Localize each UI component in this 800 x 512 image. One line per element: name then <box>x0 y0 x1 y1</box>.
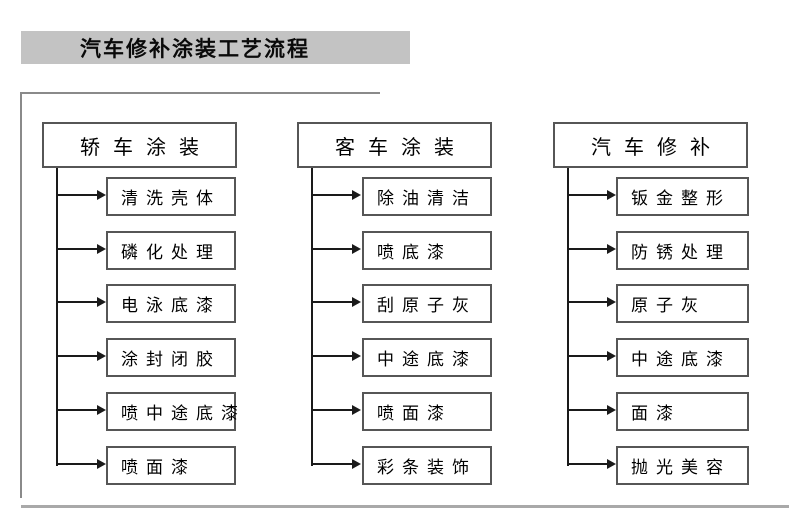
process-step-label: 电泳底漆 <box>121 296 221 316</box>
process-step-label: 清洗壳体 <box>121 189 221 209</box>
frame-left-line <box>20 92 22 498</box>
process-step-label: 防锈处理 <box>631 243 731 263</box>
title-banner: 汽车修补涂装工艺流程 <box>21 31 410 64</box>
connector-line <box>57 301 97 303</box>
process-step-box: 防锈处理 <box>616 231 749 270</box>
column-header-label: 轿车涂装 <box>80 134 212 159</box>
process-step-box: 涂封闭胶 <box>106 338 236 377</box>
process-step-box: 喷面漆 <box>362 392 492 431</box>
connector-line <box>312 355 352 357</box>
process-step-label: 中途底漆 <box>377 350 477 370</box>
process-step-box: 清洗壳体 <box>106 177 236 216</box>
process-step-label: 刮原子灰 <box>377 296 477 316</box>
column-header-label: 汽车修补 <box>591 134 723 159</box>
process-step-label: 原子灰 <box>631 296 706 316</box>
connector-line <box>568 301 607 303</box>
process-step-label: 除油清洁 <box>377 189 477 209</box>
process-step-label: 钣金整形 <box>631 189 731 209</box>
arrowhead-icon <box>607 244 616 254</box>
process-step-label: 喷面漆 <box>121 458 196 478</box>
process-step-box: 钣金整形 <box>616 177 749 216</box>
process-step-box: 电泳底漆 <box>106 284 236 323</box>
arrowhead-icon <box>97 244 106 254</box>
arrowhead-icon <box>97 297 106 307</box>
process-step-box: 原子灰 <box>616 284 749 323</box>
connector-line <box>568 248 607 250</box>
process-step-label: 喷面漆 <box>377 404 452 424</box>
frame-top-line <box>20 92 380 94</box>
process-step-label: 喷底漆 <box>377 243 452 263</box>
process-step-box: 磷化处理 <box>106 231 236 270</box>
process-step-label: 喷中途底漆 <box>121 404 246 424</box>
connector-trunk <box>311 168 313 466</box>
arrowhead-icon <box>97 459 106 469</box>
process-step-box: 彩条装饰 <box>362 446 492 485</box>
process-step-label: 中途底漆 <box>631 350 731 370</box>
arrowhead-icon <box>607 351 616 361</box>
arrowhead-icon <box>607 190 616 200</box>
connector-line <box>57 463 97 465</box>
connector-line <box>568 355 607 357</box>
arrowhead-icon <box>352 459 361 469</box>
arrowhead-icon <box>97 405 106 415</box>
process-step-label: 磷化处理 <box>121 243 221 263</box>
connector-line <box>57 409 97 411</box>
connector-line <box>312 248 352 250</box>
process-step-label: 面漆 <box>631 404 681 424</box>
process-step-box: 刮原子灰 <box>362 284 492 323</box>
connector-trunk <box>567 168 569 466</box>
column-header-bus-painting: 客车涂装 <box>297 122 492 168</box>
arrowhead-icon <box>352 297 361 307</box>
connector-line <box>568 409 607 411</box>
process-step-box: 喷面漆 <box>106 446 236 485</box>
connector-line <box>312 409 352 411</box>
connector-line <box>312 194 352 196</box>
connector-line <box>312 301 352 303</box>
page-title: 汽车修补涂装工艺流程 <box>80 36 310 61</box>
arrowhead-icon <box>607 297 616 307</box>
process-step-box: 抛光美容 <box>616 446 749 485</box>
arrowhead-icon <box>97 351 106 361</box>
process-step-box: 除油清洁 <box>362 177 492 216</box>
arrowhead-icon <box>352 244 361 254</box>
connector-line <box>568 463 607 465</box>
arrowhead-icon <box>352 405 361 415</box>
connector-line <box>568 194 607 196</box>
process-step-box: 喷底漆 <box>362 231 492 270</box>
bottom-rule-line <box>21 505 789 508</box>
process-step-label: 涂封闭胶 <box>121 350 221 370</box>
process-step-box: 中途底漆 <box>616 338 749 377</box>
arrowhead-icon <box>607 405 616 415</box>
connector-trunk <box>56 168 58 466</box>
column-header-label: 客车涂装 <box>335 134 467 159</box>
process-step-box: 面漆 <box>616 392 749 431</box>
column-header-sedan-painting: 轿车涂装 <box>42 122 237 168</box>
connector-line <box>57 194 97 196</box>
column-header-auto-repair: 汽车修补 <box>553 122 748 168</box>
arrowhead-icon <box>607 459 616 469</box>
process-step-box: 中途底漆 <box>362 338 492 377</box>
arrowhead-icon <box>97 190 106 200</box>
process-step-label: 抛光美容 <box>631 458 731 478</box>
process-step-box: 喷中途底漆 <box>106 392 238 431</box>
arrowhead-icon <box>352 351 361 361</box>
connector-line <box>57 355 97 357</box>
arrowhead-icon <box>352 190 361 200</box>
connector-line <box>312 463 352 465</box>
connector-line <box>57 248 97 250</box>
process-step-label: 彩条装饰 <box>377 458 477 478</box>
